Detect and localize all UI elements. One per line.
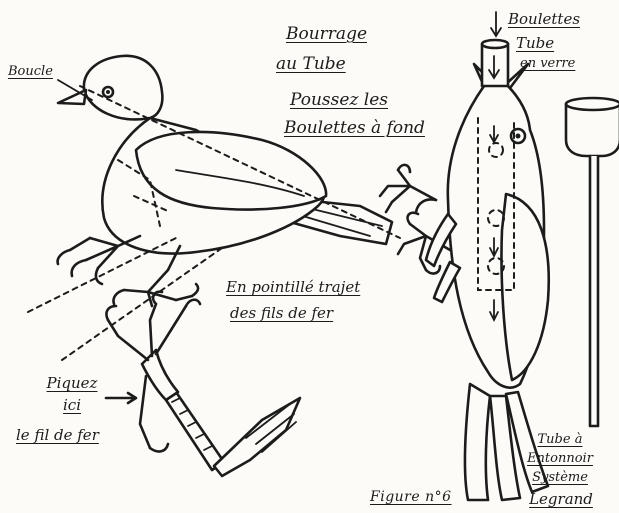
label-ici: ici [36, 396, 108, 414]
bird-left-head [84, 56, 163, 120]
funnel-cup [566, 98, 619, 156]
piquez-arrow [106, 393, 136, 403]
label-boucle: Boucle [8, 64, 53, 79]
label-tube-a: Tube à [524, 432, 596, 447]
label-fils-de-fer: des fils de fer [230, 304, 333, 322]
glass-tube-top [482, 40, 508, 86]
label-systeme: Système [522, 470, 598, 485]
label-le-fil-de-fer: le fil de fer [16, 426, 99, 444]
label-title-bourrage: Bourrage [286, 24, 367, 45]
label-title-boulettes-a-fond: Boulettes à fond [284, 118, 425, 139]
bird-left-claws [58, 250, 198, 304]
label-title-poussez: Poussez les [290, 90, 388, 111]
leg-thigh-feathers [214, 398, 300, 476]
bird-left-beak [58, 90, 86, 104]
label-tube: Tube [516, 34, 554, 52]
funnel-stem [590, 156, 598, 426]
bird-left-pupil [106, 90, 110, 94]
wire-path-3 [62, 248, 222, 360]
bird-right-pupil [516, 134, 521, 139]
label-piquez: Piquez [36, 374, 108, 392]
label-entonnoir: Entonnoir [522, 451, 598, 466]
label-en-verre: en verre [520, 56, 575, 71]
leg-shank [166, 392, 224, 470]
label-boulettes: Boulettes [508, 10, 580, 28]
leg-toes [108, 304, 186, 448]
bird-right-feet [380, 165, 450, 274]
label-legrand: Legrand [520, 490, 602, 508]
label-pointille: En pointillé trajet [226, 278, 360, 296]
figure-caption: Figure n°6 [370, 488, 452, 506]
funnel-tube [566, 98, 619, 426]
label-title-au-tube: au Tube [276, 54, 346, 75]
leg-foot [142, 350, 178, 400]
